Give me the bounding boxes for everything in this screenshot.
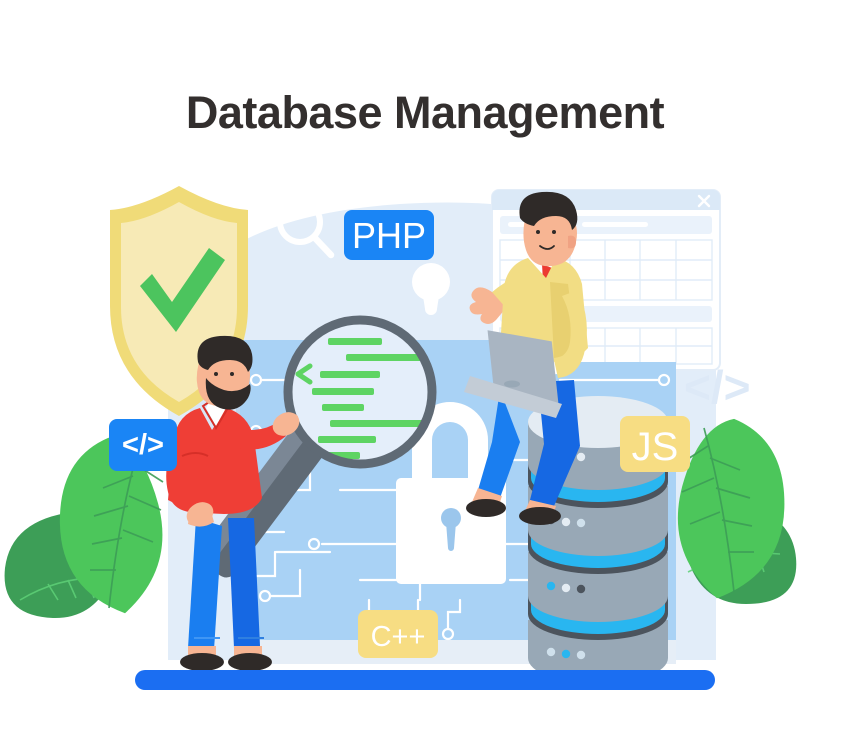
- laptop-icon: [464, 330, 562, 418]
- man-with-magnifier: [166, 335, 300, 671]
- svg-text:PHP: PHP: [352, 215, 426, 256]
- ground-bar: [135, 670, 715, 690]
- plant-leaf-icon-right: [677, 418, 797, 604]
- svg-text:</>: </>: [684, 361, 751, 413]
- code-lines-in-lens: [295, 338, 428, 459]
- badge-cpp[interactable]: C++: [358, 610, 438, 658]
- lightbulb-icon: [412, 263, 450, 315]
- close-icon[interactable]: [697, 194, 711, 208]
- svg-text:</>: </>: [122, 429, 164, 461]
- padlock-icon: [396, 402, 506, 584]
- plant-leaf-icon-left: [4, 437, 164, 619]
- badge-js[interactable]: JS: [620, 416, 690, 472]
- man-with-laptop: [464, 191, 588, 525]
- database-cylinder-icon: [528, 396, 668, 684]
- badge-code-bracket[interactable]: </>: [109, 419, 177, 471]
- badge-php[interactable]: PHP: [344, 210, 434, 260]
- database-management-illustration: </>: [0, 160, 850, 720]
- page-title: Database Management: [185, 87, 665, 138]
- svg-text:C++: C++: [371, 621, 426, 653]
- search-icon: [277, 199, 335, 259]
- code-bracket-watermark-icon: </>: [684, 361, 751, 413]
- svg-text:JS: JS: [632, 425, 679, 469]
- magnifying-glass-icon: [201, 315, 437, 578]
